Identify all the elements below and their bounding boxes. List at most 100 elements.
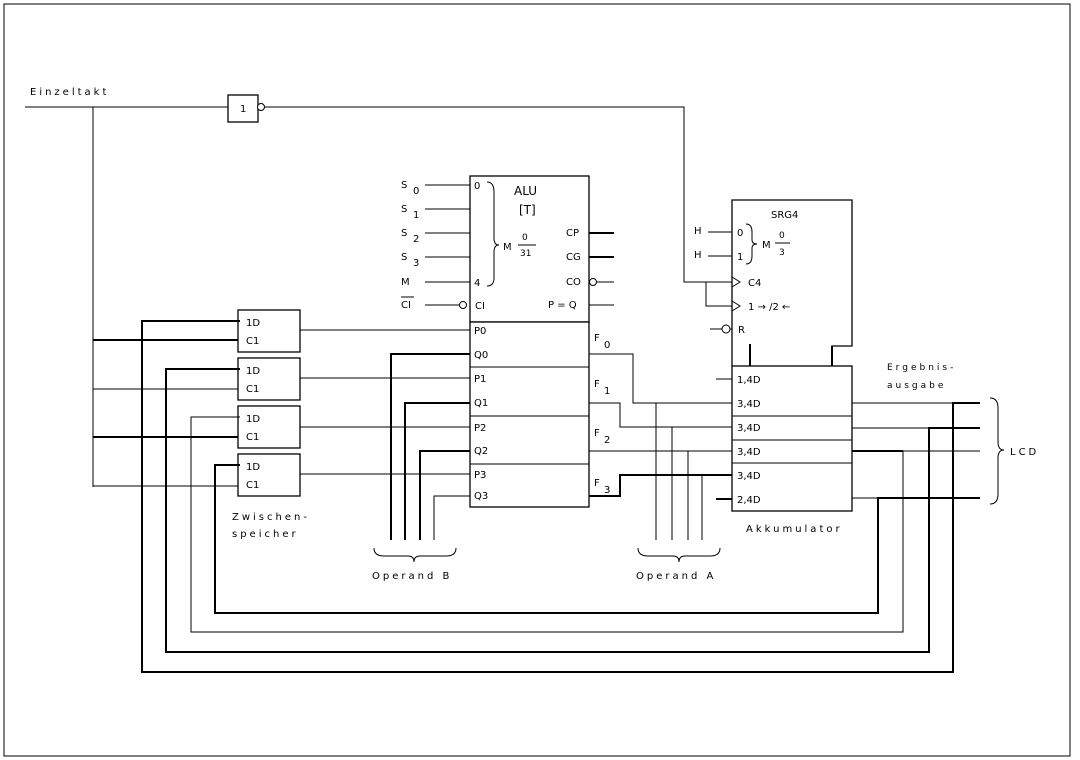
- alu-pin-q3: Q3: [474, 491, 488, 502]
- operand-b-brace: [373, 547, 457, 563]
- svg-text:0: 0: [474, 181, 480, 192]
- akkumulator-label: Akkumulator: [746, 524, 843, 535]
- lcd-label: LCD: [1010, 447, 1039, 458]
- alu-mode-den: 31: [520, 249, 531, 259]
- operand-a-brace: [637, 547, 721, 563]
- einzeltakt-label: Einzeltakt: [30, 87, 109, 98]
- svg-text:4: 4: [474, 278, 480, 289]
- srg4-mode-num: 0: [779, 231, 785, 241]
- frame: [3, 3, 1071, 757]
- zwischenspeicher-label-1: Zwischen-: [232, 512, 310, 523]
- svg-text:F: F: [594, 379, 600, 390]
- alu-input-s2: S 2: [401, 228, 470, 245]
- alu-input-m: M 4: [401, 277, 480, 289]
- alu-pin-q1: Q1: [474, 398, 488, 409]
- svg-text:3: 3: [413, 258, 419, 269]
- svg-text:1: 1: [604, 386, 610, 397]
- alu-input-s1: S 1: [401, 204, 470, 221]
- svg-text:CO: CO: [566, 277, 581, 288]
- svg-text:S: S: [401, 180, 407, 191]
- inverter-gate: [227, 94, 259, 123]
- svg-text:S: S: [401, 252, 407, 263]
- latch-3: 1D C1: [237, 453, 301, 497]
- svg-text:0: 0: [413, 186, 419, 197]
- alu-output-co: CO: [566, 277, 614, 288]
- operand-a-label: Operand A: [636, 571, 716, 582]
- svg-text:P = Q: P = Q: [548, 300, 577, 311]
- akku-pin-3: 3,4D: [737, 447, 761, 458]
- svg-text:F: F: [594, 428, 600, 439]
- svg-text:H: H: [694, 250, 702, 261]
- srg4-shift: 1 → /2 ←: [731, 300, 790, 313]
- svg-text:R: R: [738, 325, 745, 336]
- svg-text:F: F: [594, 333, 600, 344]
- alu-mode-m: M: [503, 242, 512, 253]
- latch-3-d: 1D: [246, 462, 260, 473]
- alu-pin-q0: Q0: [474, 350, 488, 361]
- svg-text:H: H: [694, 226, 702, 237]
- alu-input-s3: S 3: [401, 252, 470, 269]
- srg4-clock-c4: C4: [731, 276, 761, 289]
- akkumulator-block: [731, 365, 853, 512]
- akku-pin-1: 3,4D: [737, 399, 761, 410]
- akku-pin-4: 3,4D: [737, 471, 761, 482]
- svg-text:1: 1: [413, 210, 419, 221]
- srg4-mode-den: 3: [779, 248, 785, 258]
- alu-subtitle: [T]: [519, 203, 536, 217]
- srg4-block: SRG4 M 0 3: [731, 199, 853, 366]
- operand-b-label: Operand B: [372, 571, 452, 582]
- svg-text:C4: C4: [748, 278, 761, 289]
- svg-text:M: M: [401, 277, 410, 288]
- lcd-brace: [989, 397, 1005, 505]
- alu-f2: F 2: [589, 428, 732, 452]
- alu-f1: F 1: [589, 379, 732, 428]
- latch-1-c: C1: [246, 384, 259, 395]
- latch-1: 1D C1: [237, 357, 301, 401]
- svg-text:1 → /2 ←: 1 → /2 ←: [748, 302, 790, 313]
- svg-text:0: 0: [604, 340, 610, 351]
- svg-text:CP: CP: [566, 228, 579, 239]
- srg4-title: SRG4: [771, 210, 798, 221]
- latch-2-d: 1D: [246, 414, 260, 425]
- alu-output-peq: P = Q: [548, 300, 614, 311]
- alu-pin-p2: P2: [474, 423, 486, 434]
- svg-text:1: 1: [737, 252, 743, 263]
- latch-2-c: C1: [246, 432, 259, 443]
- svg-text:CI: CI: [401, 300, 411, 311]
- alu-title: ALU: [514, 184, 537, 198]
- latch-1-d: 1D: [246, 366, 260, 377]
- alu-output-cp: CP: [566, 228, 614, 239]
- alu-f0: F 0: [589, 333, 732, 404]
- alu-input-ci: CI CI: [401, 296, 485, 312]
- alu-pin-q2: Q2: [474, 446, 488, 457]
- akku-pin-2: 3,4D: [737, 423, 761, 434]
- alu-output-cg: CG: [566, 252, 614, 263]
- svg-text:CI: CI: [475, 301, 485, 312]
- srg4-input-h1: H 1: [694, 250, 743, 263]
- svg-text:F: F: [594, 478, 600, 489]
- alu-pin-p3: P3: [474, 470, 486, 481]
- svg-text:3: 3: [604, 485, 610, 496]
- alu-pin-p1: P1: [474, 374, 486, 385]
- akku-pin-0: 1,4D: [737, 375, 761, 386]
- latch-0-d: 1D: [246, 318, 260, 329]
- srg4-reset: R: [710, 324, 745, 336]
- zwischenspeicher-label-2: speicher: [232, 529, 299, 540]
- alu-mode-brace: [486, 181, 500, 287]
- svg-text:S: S: [401, 204, 407, 215]
- alu-mode-num: 0: [522, 233, 528, 243]
- svg-text:S: S: [401, 228, 407, 239]
- latch-3-c: C1: [246, 480, 259, 491]
- inverter-bubble: [257, 103, 265, 111]
- ergebnis-label-2: ausgabe: [887, 381, 946, 391]
- svg-text:2: 2: [604, 435, 610, 446]
- akku-pin-5: 2,4D: [737, 495, 761, 506]
- latch-2: 1D C1: [237, 405, 301, 449]
- svg-text:0: 0: [737, 228, 743, 239]
- inverter-label: 1: [240, 104, 246, 115]
- latch-0: 1D C1: [237, 309, 301, 353]
- srg4-mode-brace: [745, 223, 758, 265]
- latch-0-c: C1: [246, 336, 259, 347]
